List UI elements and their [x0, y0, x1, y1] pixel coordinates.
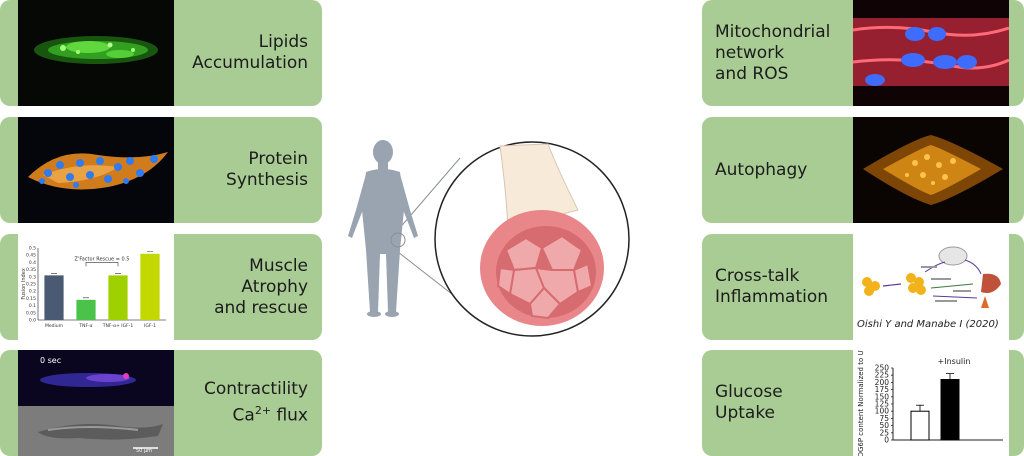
scale-bar-label: 50 µm	[136, 448, 153, 454]
human-figure-icon	[348, 140, 418, 317]
mitochondria-label: Mitochondrial network and ROS	[715, 21, 831, 84]
x-tick-label: TNF-α+ IGF-1	[102, 323, 134, 329]
crosstalk-label: Cross-talk Inflammation	[715, 266, 829, 307]
bar	[44, 275, 64, 320]
citation-text: Oishi Y and Manabe I (2020)	[857, 319, 999, 330]
significance-bracket	[85, 262, 119, 267]
y-tick-label: 0.35	[26, 267, 36, 273]
autophagy-micrograph	[853, 117, 1009, 223]
autophagy-label: Autophagy	[715, 159, 808, 180]
chart-title: Z'Factor Rescue = 0.5	[75, 256, 130, 262]
y-tick-label: 75	[879, 414, 889, 423]
muscle-anatomy-illustration	[348, 140, 630, 337]
y-tick-label: 25	[879, 428, 889, 437]
crosstalk-schematic: Oishi Y and Manabe I (2020)	[853, 234, 1009, 340]
y-tick-label: 250	[875, 364, 890, 373]
lipids-label: Lipids Accumulation	[192, 32, 308, 73]
y-tick-label: 0.15	[26, 296, 36, 302]
y-tick-label: 0	[884, 436, 889, 445]
y-tick-label: 200	[875, 378, 890, 387]
contractility-label: Contractility Ca2+ flux	[203, 379, 308, 426]
y-tick-label: 100	[875, 407, 890, 416]
y-axis-label: Fusion Index	[21, 268, 27, 299]
calcium-flux-text: Ca2+ flux	[232, 404, 308, 426]
y-tick-label: 0.45	[26, 253, 36, 259]
y-tick-label: 0.4	[29, 260, 36, 266]
y-tick-label: 0.25	[26, 282, 36, 288]
bar	[76, 299, 96, 320]
glucose-uptake-label: Glucose Uptake	[715, 382, 783, 423]
y-tick-label: 225	[875, 371, 890, 380]
x-tick-label: TNF-α	[78, 323, 92, 329]
lipids-panel: Lipids Accumulation	[0, 0, 322, 106]
calcium-micrograph: 0 sec 50 µm	[18, 350, 174, 456]
muscle-cross-section	[480, 143, 604, 326]
bar	[140, 253, 160, 320]
protein-synthesis-panel: Protein Synthesis	[0, 117, 322, 223]
y-tick-label: 0.2	[29, 289, 36, 295]
bar	[910, 410, 930, 441]
bar	[108, 275, 128, 320]
y-tick-label: 0.1	[29, 303, 36, 309]
zoom-spot	[390, 232, 406, 248]
protein-micrograph	[18, 117, 174, 223]
muscle-atrophy-label: Muscle Atrophy and rescue	[214, 255, 308, 318]
lipid-micrograph	[18, 0, 174, 106]
mitochondria-panel: Mitochondrial network and ROS	[702, 0, 1024, 106]
chart-title: +Insulin	[938, 357, 971, 366]
protein-synthesis-label: Protein Synthesis	[226, 149, 308, 190]
timestamp-text: 0 sec	[40, 356, 62, 365]
bar	[940, 379, 960, 441]
y-tick-label: 50	[879, 421, 889, 430]
y-axis-label: 2DG6P content Normalized to UT	[857, 350, 865, 456]
contractility-panel: 0 sec 50 µm Contractility Ca2+ flux	[0, 350, 322, 456]
y-tick-label: 0.0	[29, 318, 36, 324]
y-tick-label: 175	[875, 385, 890, 394]
x-tick-label: Medium	[45, 323, 63, 329]
autophagy-panel: Autophagy	[702, 117, 1024, 223]
crosstalk-panel: Cross-talk Inflammation Oishi Y and Mana…	[702, 234, 1024, 340]
y-tick-label: 125	[875, 400, 890, 409]
y-tick-label: 0.5	[29, 246, 36, 252]
y-tick-label: 0.05	[26, 310, 36, 316]
x-tick-label: IGF-1	[144, 323, 156, 329]
mitochondria-micrograph	[853, 0, 1009, 106]
y-tick-label: 150	[875, 392, 890, 401]
y-tick-label: 0.3	[29, 274, 36, 280]
